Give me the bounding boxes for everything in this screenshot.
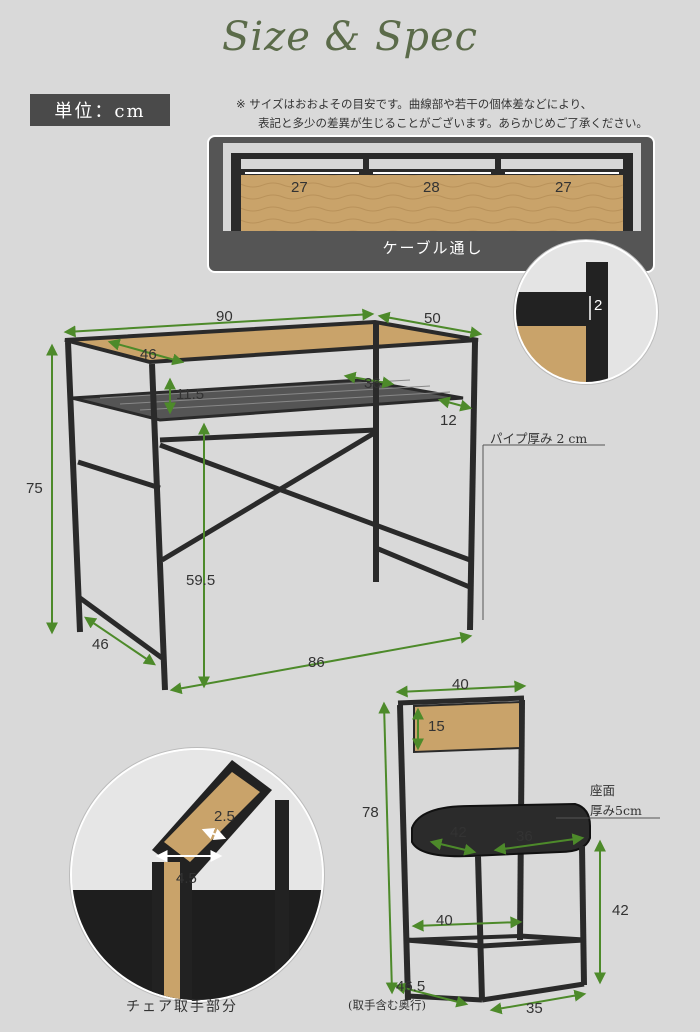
- chair-total-height-label: 78: [362, 804, 379, 821]
- handle-zoom-circle: 2.5 4.5: [70, 748, 324, 1002]
- cable-width-3: 27: [555, 179, 572, 196]
- handle-dim-2: 4.5: [176, 870, 197, 887]
- handle-dim-1: 2.5: [214, 808, 235, 825]
- chair-back-height-label: 15: [428, 718, 445, 735]
- chair: [397, 695, 591, 1003]
- cable-label: ケーブル通し: [382, 239, 484, 257]
- pipe-zoom-circle: 2: [514, 240, 658, 384]
- desk-leg-clearance-label: 59.5: [186, 572, 216, 589]
- desk-shelf-height-label: 11.5: [176, 386, 205, 403]
- unit-badge: 単位：cm: [30, 94, 170, 126]
- desk-depth-label: 50: [424, 310, 441, 327]
- seat-label: 座面: [590, 783, 616, 798]
- pipe-zoom-drawing: [516, 242, 656, 382]
- note-line-2: 表記と多少の差異が生じることがございます。あらかじめご了承ください。: [258, 116, 648, 130]
- chair-inner-width-label: 40: [436, 912, 453, 929]
- desk-bottom-depth-label: 46: [92, 636, 109, 653]
- chair-depth-handle-label: 46.5: [396, 978, 426, 995]
- desk-top-inner-label: 46: [140, 346, 157, 363]
- desk-bottom-width-label: 86: [308, 654, 325, 671]
- chair-seat-height-label: 42: [612, 902, 629, 919]
- note-line-1: ※ サイズはおおよその目安です。曲線部や若干の個体差などにより、: [236, 97, 593, 111]
- handle-zoom-label: チェア取手部分: [126, 999, 238, 1015]
- cable-width-1: 27: [291, 179, 308, 196]
- desk-height-label: 75: [26, 480, 43, 497]
- cable-photo: 27 28 27: [223, 143, 641, 231]
- seat-thickness-label: 厚み5cm: [590, 803, 642, 818]
- desk-side-depth-label: 12: [440, 412, 457, 429]
- cable-width-2: 28: [423, 179, 440, 196]
- desk-width-label: 90: [216, 308, 233, 325]
- pipe-thickness-callout: パイプ厚み 2 cm: [490, 431, 588, 446]
- size-note: ※ サイズはおおよその目安です。曲線部や若干の個体差などにより、 表記と多少の差…: [236, 95, 676, 133]
- chair-depth-note: (取手含む奥行): [348, 998, 426, 1012]
- page-title: Size & Spec: [221, 14, 479, 60]
- chair-width-label: 40: [452, 676, 469, 693]
- chair-bottom-width-label: 35: [526, 1000, 543, 1017]
- desk-shelf-depth-label: 36: [364, 375, 381, 392]
- pipe-thickness-value: 2: [594, 297, 603, 314]
- chair-seat-width-label: 36: [516, 828, 533, 845]
- desk: [64, 319, 479, 691]
- handle-zoom-drawing: [72, 750, 322, 1000]
- chair-seat-depth-label: 42: [450, 824, 467, 841]
- cable-drawing: [223, 143, 641, 231]
